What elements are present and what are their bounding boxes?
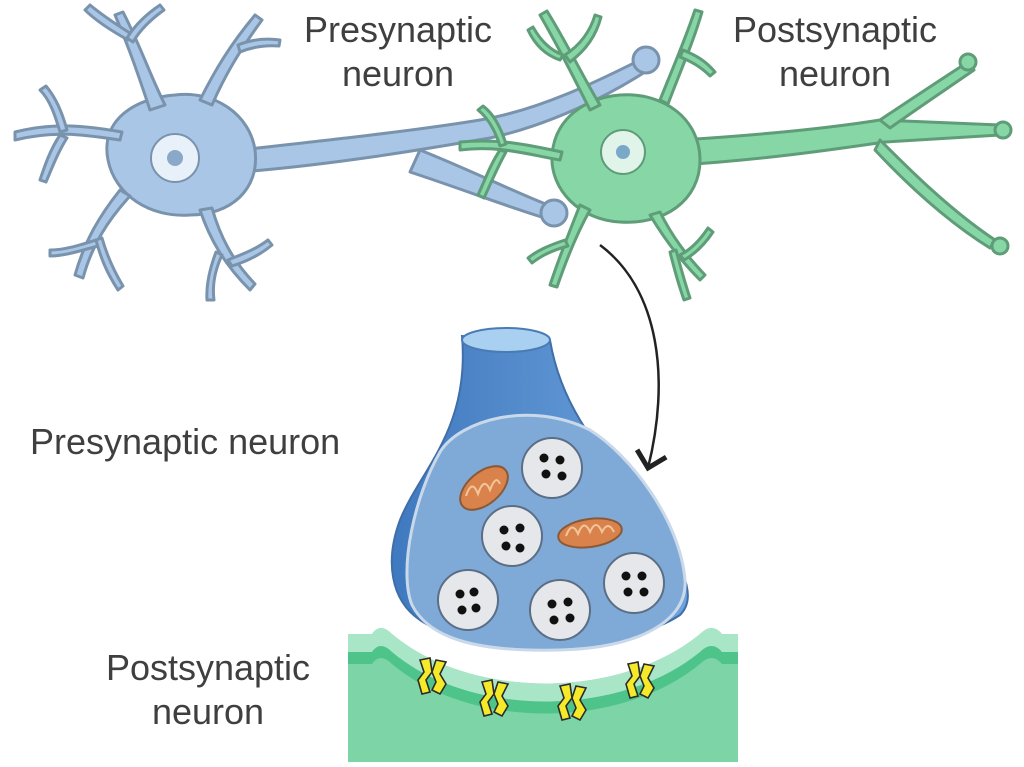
label-top-postsynaptic: Postsynaptic neuron bbox=[710, 8, 960, 96]
label-top-postsynaptic-line1: Postsynaptic bbox=[732, 9, 938, 50]
presynaptic-terminal bbox=[390, 327, 689, 652]
presynaptic-neuron-illustration bbox=[13, 3, 661, 302]
neurotransmitters bbox=[455, 453, 649, 625]
postsynaptic-neuron-illustration bbox=[458, 8, 1013, 302]
label-bottom-postsynaptic-line1: Postsynaptic bbox=[105, 647, 311, 688]
label-bottom-presynaptic: Presynaptic neuron bbox=[30, 421, 341, 462]
label-top-presynaptic-line1: Presynaptic bbox=[303, 9, 493, 50]
mitochondria bbox=[459, 465, 623, 549]
postsynaptic-membrane bbox=[348, 628, 738, 762]
receptors bbox=[417, 657, 656, 722]
label-bottom-postsynaptic: Postsynaptic neuron bbox=[82, 646, 334, 734]
label-top-presynaptic-line2: neuron bbox=[341, 53, 455, 94]
zoom-arrow bbox=[599, 244, 668, 472]
synaptic-vesicles bbox=[437, 437, 665, 641]
label-top-postsynaptic-line2: neuron bbox=[778, 53, 892, 94]
label-top-presynaptic: Presynaptic neuron bbox=[284, 8, 512, 96]
label-bottom-postsynaptic-line2: neuron bbox=[151, 691, 265, 732]
